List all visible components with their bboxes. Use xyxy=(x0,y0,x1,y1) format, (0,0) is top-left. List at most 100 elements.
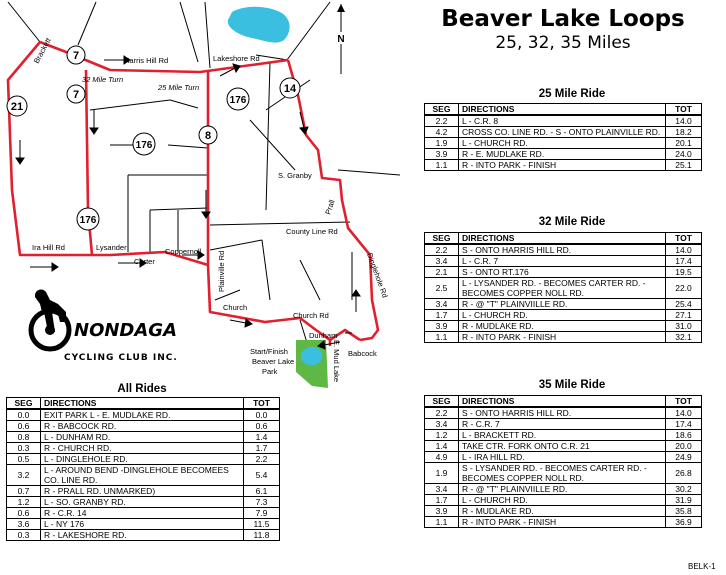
total-miles: 26.8 xyxy=(665,462,702,484)
label-25-mile-turn: 25 Mile Turn xyxy=(157,83,199,92)
segment-miles: 2.1 xyxy=(424,266,459,278)
shield-21-label: 21 xyxy=(11,101,23,113)
total-miles: 11.8 xyxy=(243,529,280,541)
segment-miles: 3.4 xyxy=(424,298,459,310)
direction: R - @ "T" PLAINVIILLE RD. xyxy=(458,483,666,495)
total-miles: 2.2 xyxy=(243,453,280,465)
total-miles: 30.2 xyxy=(665,483,702,495)
total-miles: 0.0 xyxy=(243,408,280,421)
segment-miles: 1.1 xyxy=(424,331,459,343)
total-miles: 17.4 xyxy=(665,255,702,267)
column-header-directions: DIRECTIONS xyxy=(458,232,666,245)
segment-miles: 0.3 xyxy=(6,442,41,454)
column-header-tot: TOT xyxy=(243,397,280,410)
route-map: N 7 7 21 176 176 176 8 14 Brackett Harri… xyxy=(6,1,401,388)
total-miles: 20.1 xyxy=(665,137,702,149)
direction: S - ONTO RT.176 xyxy=(458,266,666,278)
label-coppernoll: Coppernoll xyxy=(165,247,202,256)
total-miles: 14.0 xyxy=(665,114,702,127)
total-miles: 1.7 xyxy=(243,442,280,454)
direction: R - MUDLAKE RD. xyxy=(458,505,666,517)
label-ira-hill: Ira Hill Rd xyxy=(32,243,65,252)
segment-miles: 1.9 xyxy=(424,462,459,484)
total-miles: 14.0 xyxy=(665,243,702,256)
total-miles: 19.5 xyxy=(665,266,702,278)
map-code: BELK-1 xyxy=(688,562,716,571)
direction-arrows xyxy=(15,55,361,350)
label-park-3: Park xyxy=(262,367,278,376)
label-dinglehole: Dinglehole Rd xyxy=(365,252,390,299)
label-plainville: Plainville Rd xyxy=(217,251,226,292)
total-miles: 20.0 xyxy=(665,440,702,452)
total-miles: 31.0 xyxy=(665,320,702,332)
shield-176-west xyxy=(132,132,156,156)
segment-miles: 2.2 xyxy=(424,406,459,419)
total-miles: 36.9 xyxy=(665,516,702,528)
total-miles: 7.9 xyxy=(243,507,280,519)
total-miles: 7.3 xyxy=(243,496,280,508)
segment-miles: 3.4 xyxy=(424,255,459,267)
total-miles: 24.9 xyxy=(665,451,702,463)
lake-water xyxy=(227,6,290,43)
segment-miles: 0.3 xyxy=(6,529,41,541)
column-header-seg: SEG xyxy=(424,395,459,408)
segment-miles: 3.9 xyxy=(424,148,459,160)
logo-rear-wheel xyxy=(28,308,72,352)
direction: R - E. MUDLAKE RD. xyxy=(458,148,666,160)
total-miles: 14.0 xyxy=(665,406,702,419)
direction: R - @ "T" PLAINVIILLE RD. xyxy=(458,298,666,310)
park-lake xyxy=(300,346,323,366)
shield-7-south xyxy=(66,84,86,104)
direction: L - NY 176 xyxy=(40,518,244,530)
total-miles: 22.0 xyxy=(665,277,702,299)
segment-miles: 1.9 xyxy=(424,137,459,149)
segment-miles: 3.2 xyxy=(6,464,41,486)
label-church-rd: Church Rd xyxy=(293,311,329,320)
segment-miles: 2.5 xyxy=(424,277,459,299)
direction: L - CHURCH RD. xyxy=(458,137,666,149)
total-miles: 1.4 xyxy=(243,431,280,443)
direction: L - C.R. 8 xyxy=(458,114,666,127)
segment-miles: 0.0 xyxy=(6,408,41,421)
shield-7-north-label: 7 xyxy=(73,50,79,62)
total-miles: 0.6 xyxy=(243,420,280,432)
segment-miles: 0.6 xyxy=(6,420,41,432)
total-miles: 32.1 xyxy=(665,331,702,343)
page-subtitle: 25, 32, 35 Miles xyxy=(495,33,631,53)
segment-miles: 1.1 xyxy=(424,159,459,171)
label-church: Church xyxy=(223,303,247,312)
segment-miles: 3.4 xyxy=(424,418,459,430)
label-s-granby: S. Granby xyxy=(278,171,312,180)
total-miles: 6.1 xyxy=(243,485,280,497)
total-miles: 35.8 xyxy=(665,505,702,517)
segment-miles: 0.7 xyxy=(6,485,41,497)
segment-miles: 4.2 xyxy=(424,126,459,138)
segment-miles: 3.9 xyxy=(424,320,459,332)
column-header-directions: DIRECTIONS xyxy=(458,395,666,408)
label-32-mile-turn: 32 Mile Turn xyxy=(82,75,123,84)
direction: S - ONTO HARRIS HILL RD. xyxy=(458,243,666,256)
total-miles: 25.4 xyxy=(665,298,702,310)
shield-7-north xyxy=(66,45,86,65)
total-miles: 11.5 xyxy=(243,518,280,530)
club-logo: NONDAGA CYCLING CLUB INC. xyxy=(28,289,177,363)
north-indicator: N xyxy=(334,4,348,74)
column-header-tot: TOT xyxy=(665,232,702,245)
segment-miles: 1.2 xyxy=(424,429,459,441)
